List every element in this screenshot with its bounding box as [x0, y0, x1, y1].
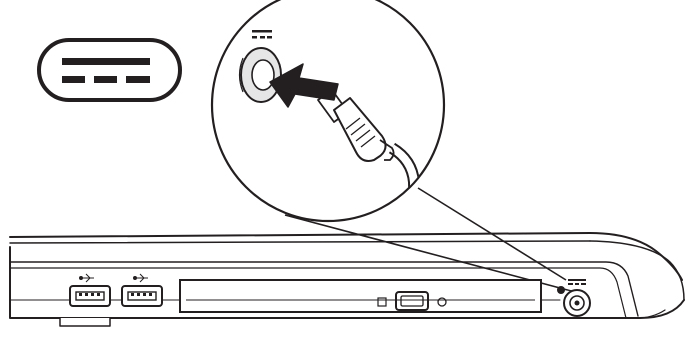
magnified-callout	[210, 0, 446, 223]
usb-port-2	[121, 273, 163, 307]
arrow-icon	[269, 63, 339, 108]
usb-port-1	[69, 273, 111, 307]
eject-button-icon	[395, 291, 429, 311]
dc-power-symbol-icon	[252, 30, 272, 39]
optical-drive	[179, 279, 542, 313]
usb-icon	[133, 273, 148, 283]
dc-power-symbol-icon	[37, 38, 182, 102]
dc-in-port	[557, 279, 591, 317]
dc-in-port-icon	[238, 47, 282, 103]
dc-power-symbol-icon	[568, 279, 586, 285]
usb-icon	[79, 273, 94, 283]
